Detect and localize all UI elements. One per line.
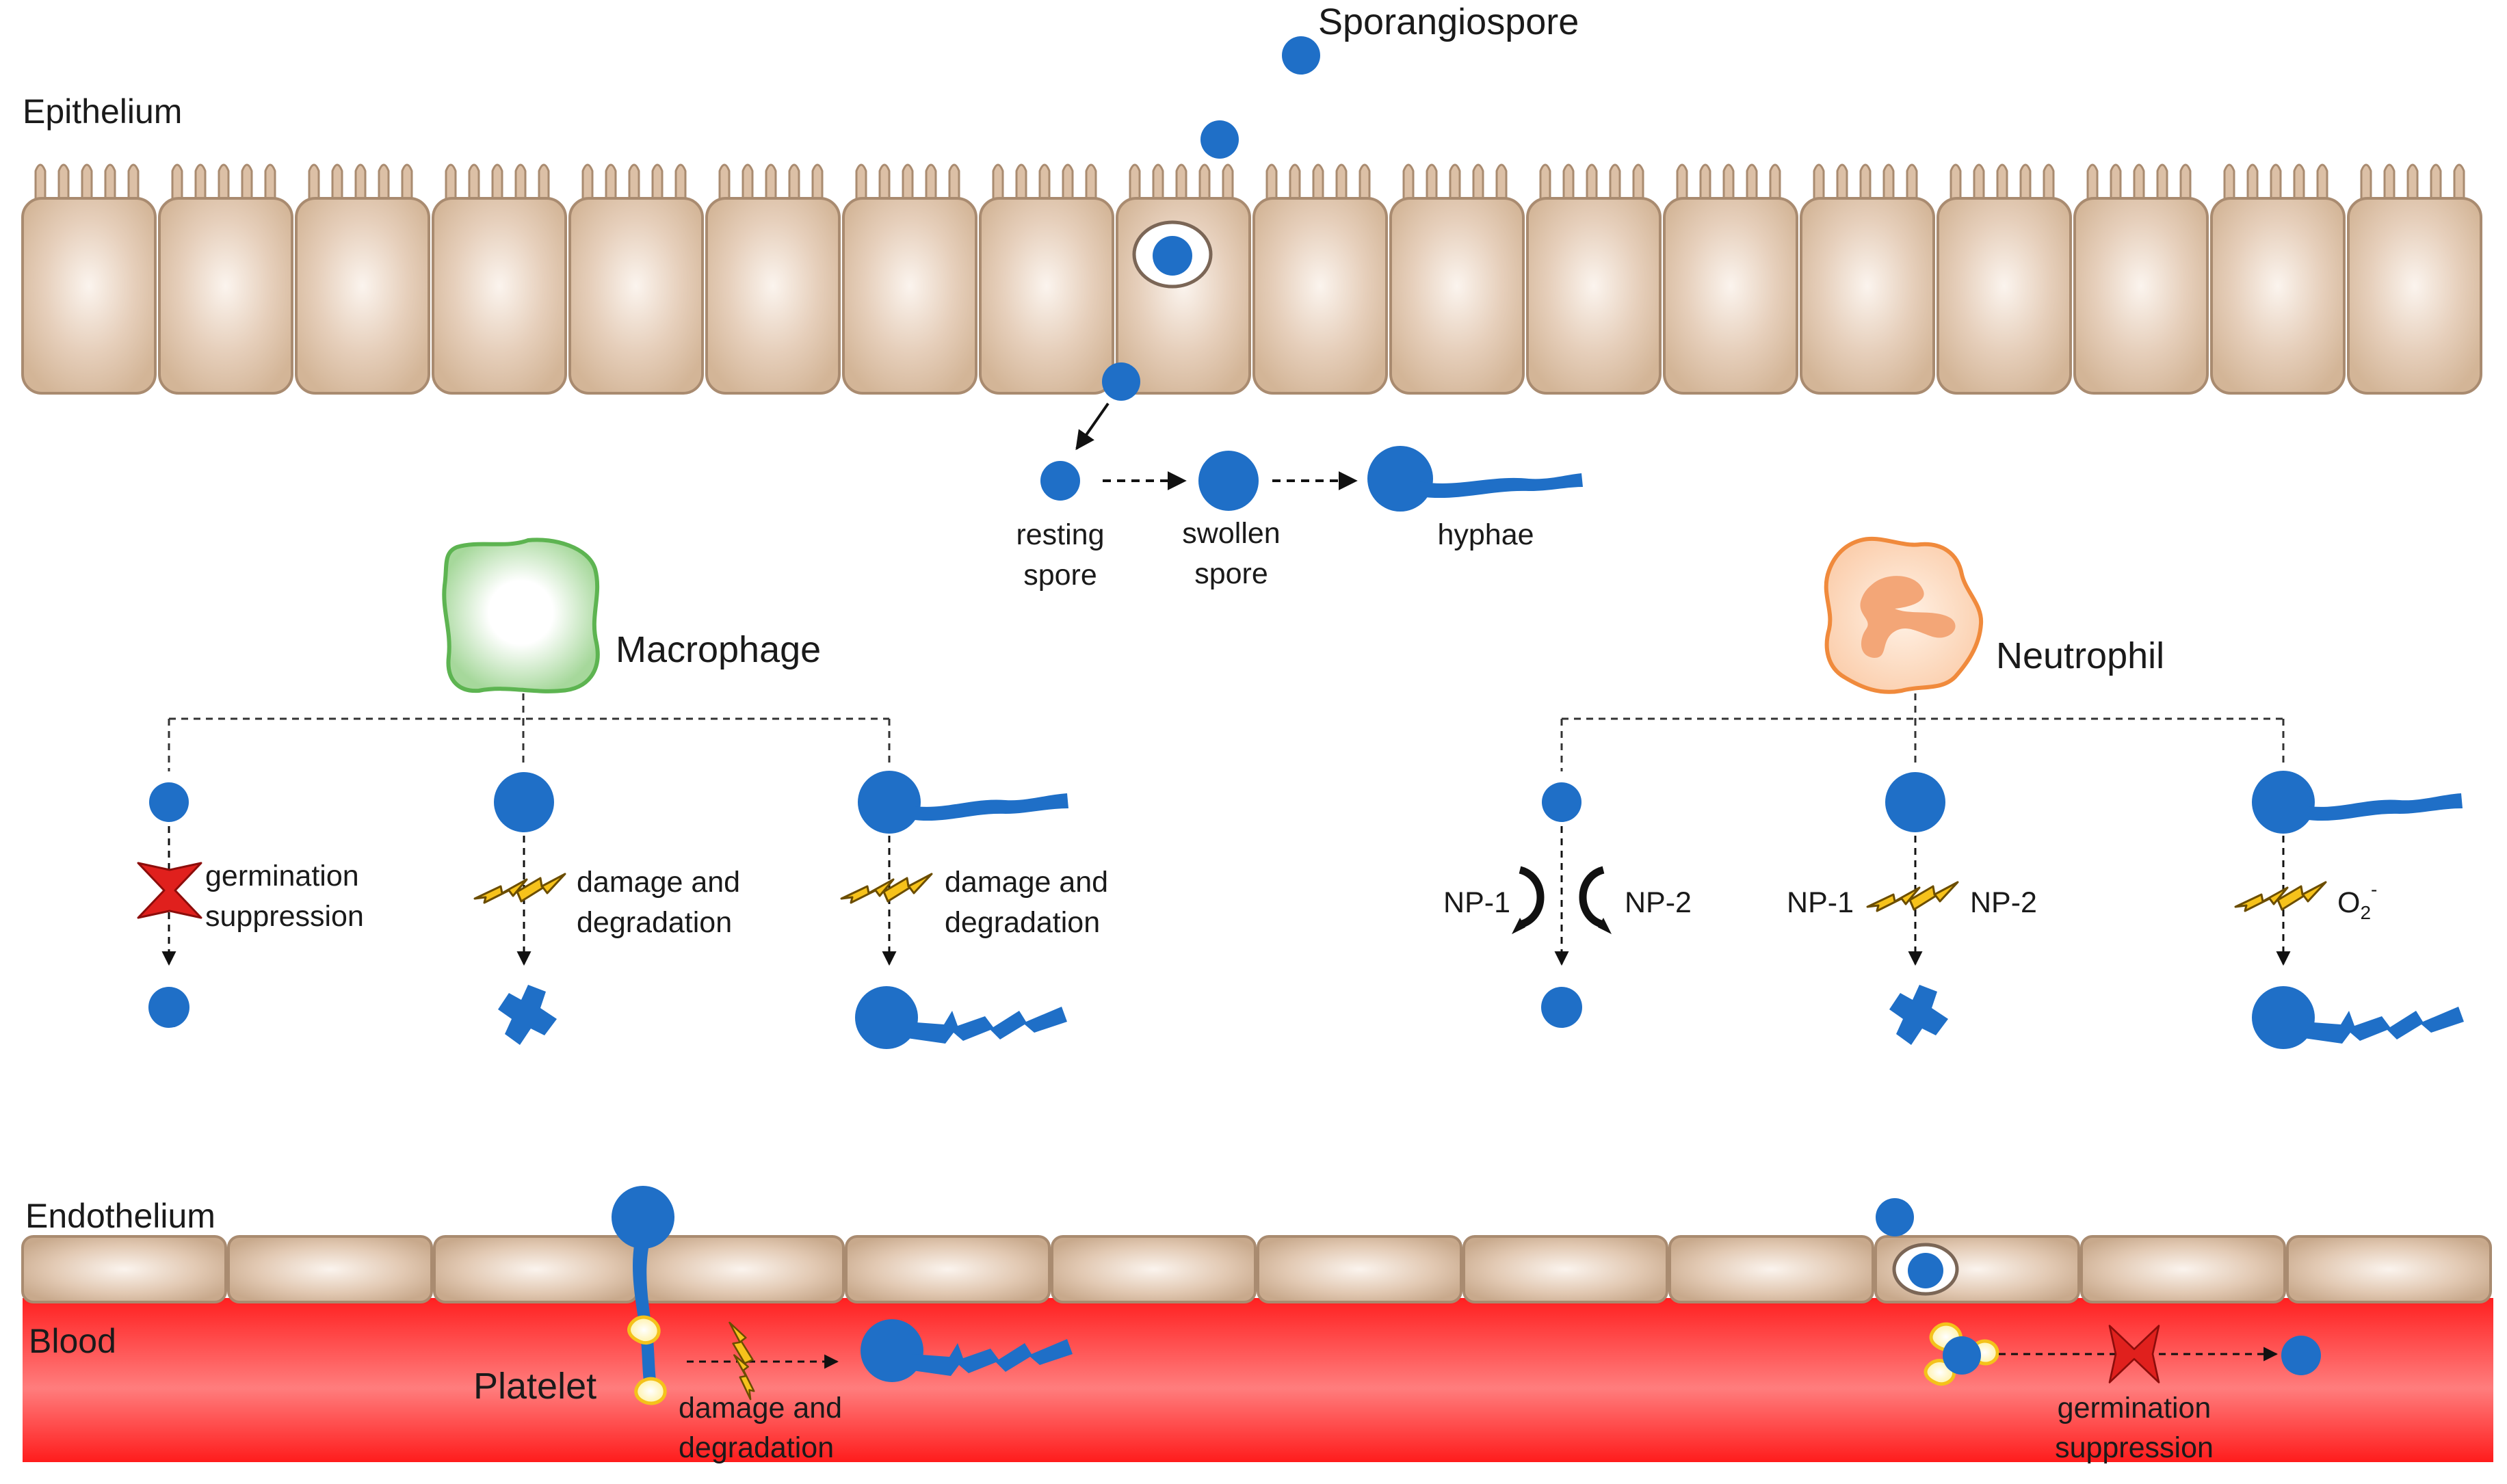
platelet-label: Platelet — [473, 1366, 596, 1407]
epithelial-cell — [842, 163, 977, 395]
epithelial-cell — [1526, 163, 1662, 395]
lightning-bolt-icon — [2234, 881, 2327, 912]
np1-label-n2: NP-1 — [1787, 886, 1854, 919]
epithelial-cell — [1252, 163, 1388, 395]
macrophage-swollen-spore — [494, 772, 554, 832]
epithelial-cell — [1389, 163, 1525, 395]
macrophage-resting-spore — [149, 782, 189, 822]
resting-spore — [1040, 461, 1080, 501]
neutrophil-cell-icon — [1824, 536, 1984, 694]
endothelium-entering-spore — [1876, 1198, 1914, 1236]
neutrophil-swollen-spore — [1885, 772, 1945, 832]
epithelial-cell — [568, 163, 704, 395]
endothelial-cell — [1257, 1235, 1462, 1303]
damaged-hyphae — [855, 986, 1067, 1049]
damage-label-2-m3: degradation — [945, 906, 1100, 939]
np2-label-n2: NP-2 — [1970, 886, 2037, 919]
epithelial-cell — [705, 163, 841, 395]
epithelial-cell — [432, 163, 567, 395]
swollen-spore — [1198, 451, 1259, 511]
hyphae-label: hyphae — [1437, 518, 1534, 551]
epithelium-label: Epithelium — [23, 92, 182, 131]
macrophage-resting-spore-result — [148, 987, 189, 1028]
endothelial-cell — [21, 1235, 227, 1303]
neutrophil-resting-spore-result — [1541, 987, 1582, 1028]
endothelial-cell — [639, 1235, 845, 1303]
damage-label-1-m3: damage and — [945, 866, 1108, 899]
lightning-bolt-icon — [473, 873, 566, 904]
np1-label-n1: NP-1 — [1443, 886, 1510, 919]
epithelial-cell — [158, 163, 293, 395]
neutrophil-resting-spore — [1542, 782, 1581, 822]
epithelial-cell — [979, 163, 1114, 395]
germination-suppression-label-2: suppression — [205, 900, 364, 933]
macrophage-tree — [168, 693, 891, 771]
o2-label: O2- — [2337, 879, 2377, 923]
lightning-bolt-icon — [840, 873, 933, 904]
endothelial-cell — [1668, 1235, 1874, 1303]
degraded-spore — [498, 985, 557, 1045]
platelet-bound-spore — [1943, 1336, 1981, 1375]
germination-suppression-label-1: germination — [205, 860, 359, 892]
epithelial-cell — [2210, 163, 2346, 395]
epithelial-cell — [1663, 163, 1798, 395]
interaction-arrows-icon — [1512, 866, 1612, 934]
exit-arrow — [1075, 402, 1110, 451]
epithelial-cell — [1937, 163, 2072, 395]
epithelial-cell — [2073, 163, 2209, 395]
endothelium-label: Endothelium — [25, 1197, 215, 1235]
damaged-hyphae — [2252, 986, 2464, 1049]
np2-label-n1: NP-2 — [1625, 886, 1692, 919]
swollen-spore-label-1: swollen — [1182, 517, 1280, 550]
epithelium-layer — [21, 163, 2482, 395]
degraded-spore — [1889, 985, 1948, 1045]
hyphae-shape — [1367, 446, 1583, 512]
epithelial-cell — [295, 163, 430, 395]
endothelial-engulfed-spore — [1908, 1253, 1943, 1288]
germination-suppression-blood-2: suppression — [2055, 1431, 2214, 1464]
epithelial-cell — [21, 163, 157, 395]
macrophage-hyphae — [858, 771, 1068, 834]
epithelial-cell — [1800, 163, 1935, 395]
resting-spore-label-1: resting — [1016, 518, 1104, 551]
lightning-bolt-icon — [1866, 881, 1959, 912]
platelet-icon — [627, 1315, 667, 1405]
endothelial-cell — [2286, 1235, 2492, 1303]
germination-sequence: resting spore swollen spore hyphae — [1016, 446, 1583, 592]
swollen-spore-label-2: spore — [1194, 557, 1268, 590]
inhibition-icon — [137, 862, 202, 919]
damaged-hyphae-blood — [861, 1319, 1073, 1382]
endothelial-cell — [1462, 1235, 1668, 1303]
endothelial-cell — [433, 1235, 639, 1303]
endothelial-cell — [1051, 1235, 1257, 1303]
epithelial-cell — [2347, 163, 2482, 395]
sporangiospore-label: Sporangiospore — [1318, 1, 1579, 42]
endothelial-cell — [227, 1235, 433, 1303]
damage-label-1-blood: damage and — [679, 1392, 842, 1425]
neutrophil-hyphae — [2252, 771, 2463, 834]
endothelial-cell — [845, 1235, 1051, 1303]
germination-suppression-blood-1: germination — [2058, 1392, 2211, 1425]
blood-vessel — [23, 1298, 2493, 1462]
blood-resting-spore — [2281, 1336, 2321, 1375]
macrophage-cell-icon — [442, 538, 600, 693]
superoxide-label: O2- — [2337, 879, 2377, 923]
endothelium-layer — [21, 1235, 2492, 1303]
blood-label: Blood — [29, 1322, 116, 1360]
neutrophil-label: Neutrophil — [1996, 635, 2164, 676]
damage-label-1-m2: damage and — [577, 866, 740, 899]
endothelial-cell — [2080, 1235, 2286, 1303]
damage-label-2-blood: degradation — [679, 1431, 834, 1464]
sporangiospore-top — [1282, 36, 1320, 75]
damage-label-2-m2: degradation — [577, 906, 732, 939]
exiting-spore — [1102, 362, 1140, 401]
neutrophil-tree — [1560, 693, 2285, 771]
engulfed-spore — [1153, 236, 1192, 276]
macrophage-label: Macrophage — [616, 629, 821, 670]
sporangiospore-entering — [1200, 120, 1239, 159]
resting-spore-label-2: spore — [1023, 559, 1097, 592]
